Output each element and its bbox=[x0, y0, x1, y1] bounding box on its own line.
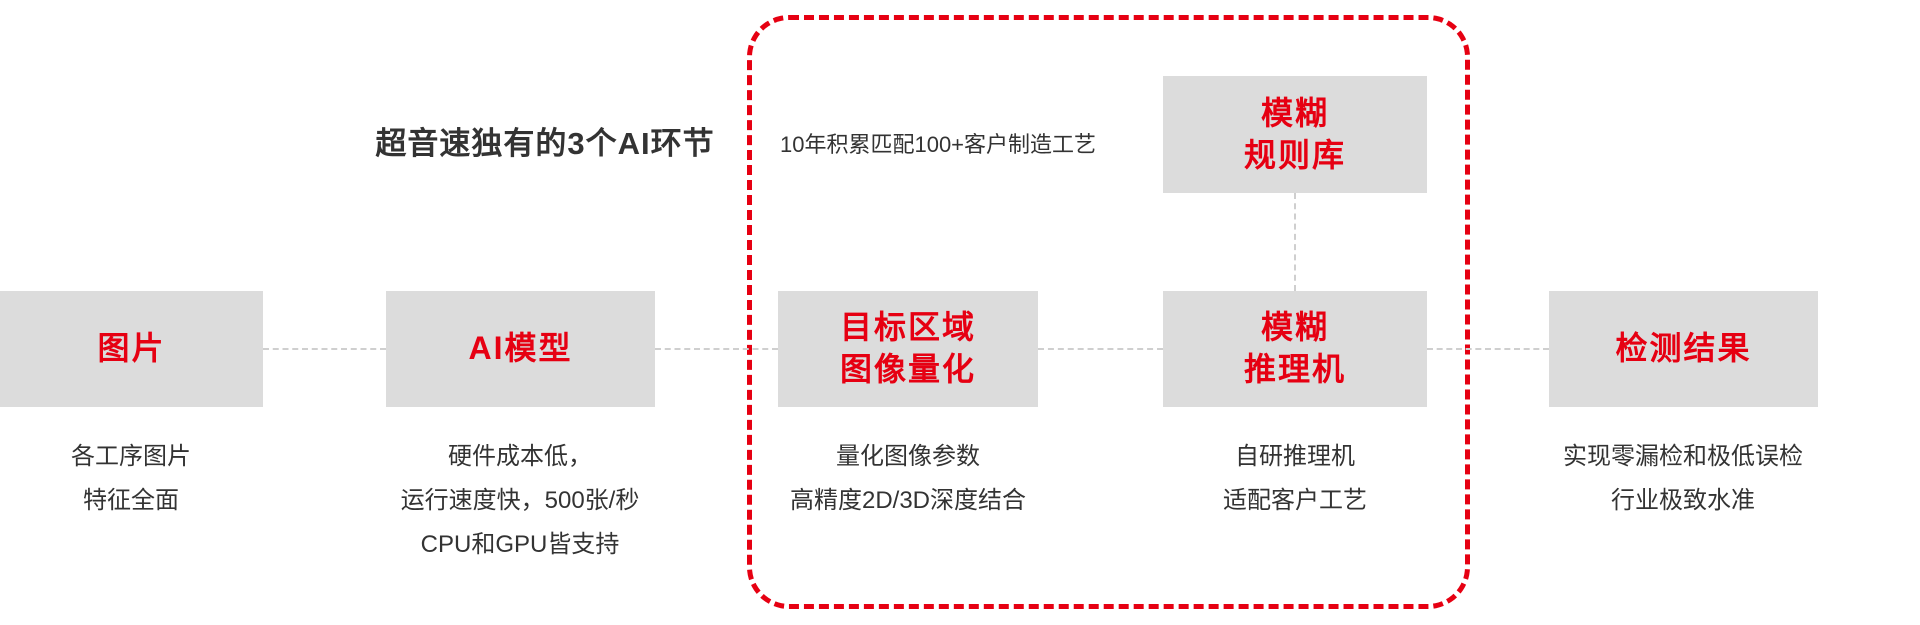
desc-line: 运行速度快，500张/秒 bbox=[400, 487, 640, 514]
desc-line: 特征全面 bbox=[83, 487, 179, 514]
connector-aimodel-to-target bbox=[655, 348, 778, 350]
frame-annotation: 10年积累匹配100+客户制造工艺 bbox=[780, 132, 1097, 157]
desc-line: 高精度2D/3D深度结合 bbox=[789, 487, 1027, 514]
ai-steps-highlight-frame bbox=[747, 15, 1470, 609]
diagram-title: 超音速独有的3个AI环节 bbox=[375, 126, 715, 161]
desc-line: 硬件成本低， bbox=[448, 443, 592, 470]
desc-line: CPU和GPU皆支持 bbox=[420, 531, 620, 558]
node-target-quantize-label: 目标区域 图像量化 bbox=[839, 309, 976, 387]
node-image-desc: 各工序图片 特征全面 bbox=[0, 435, 331, 523]
node-fuzzy-rulebase-label: 模糊 规则库 bbox=[1243, 94, 1346, 173]
node-result-label: 检测结果 bbox=[1615, 330, 1752, 367]
desc-line: 自研推理机 bbox=[1235, 443, 1355, 470]
node-fuzzy-inference-desc: 自研推理机 适配客户工艺 bbox=[1095, 435, 1495, 523]
node-result: 检测结果 bbox=[1549, 291, 1818, 407]
node-fuzzy-inference: 模糊 推理机 bbox=[1163, 291, 1427, 407]
node-result-desc: 实现零漏检和极低误检 行业极致水准 bbox=[1483, 435, 1883, 523]
desc-line: 各工序图片 bbox=[71, 443, 191, 470]
node-ai-model-label: AI模型 bbox=[468, 330, 573, 367]
node-target-quantize: 目标区域 图像量化 bbox=[778, 291, 1038, 407]
desc-line: 适配客户工艺 bbox=[1223, 487, 1367, 514]
desc-line: 实现零漏检和极低误检 bbox=[1563, 443, 1803, 470]
node-image-label: 图片 bbox=[97, 330, 166, 367]
node-fuzzy-rulebase: 模糊 规则库 bbox=[1163, 76, 1427, 193]
node-ai-model-desc: 硬件成本低， 运行速度快，500张/秒 CPU和GPU皆支持 bbox=[320, 435, 720, 567]
connector-inference-to-result bbox=[1427, 348, 1549, 350]
node-image: 图片 bbox=[0, 291, 263, 407]
node-fuzzy-inference-label: 模糊 推理机 bbox=[1243, 309, 1346, 387]
connector-rulebase-to-inference bbox=[1294, 193, 1296, 291]
connector-image-to-aimodel bbox=[263, 348, 386, 350]
node-target-quantize-desc: 量化图像参数 高精度2D/3D深度结合 bbox=[708, 435, 1108, 523]
connector-target-to-inference bbox=[1038, 348, 1163, 350]
desc-line: 量化图像参数 bbox=[836, 443, 980, 470]
desc-line: 行业极致水准 bbox=[1611, 487, 1755, 514]
node-ai-model: AI模型 bbox=[386, 291, 655, 407]
